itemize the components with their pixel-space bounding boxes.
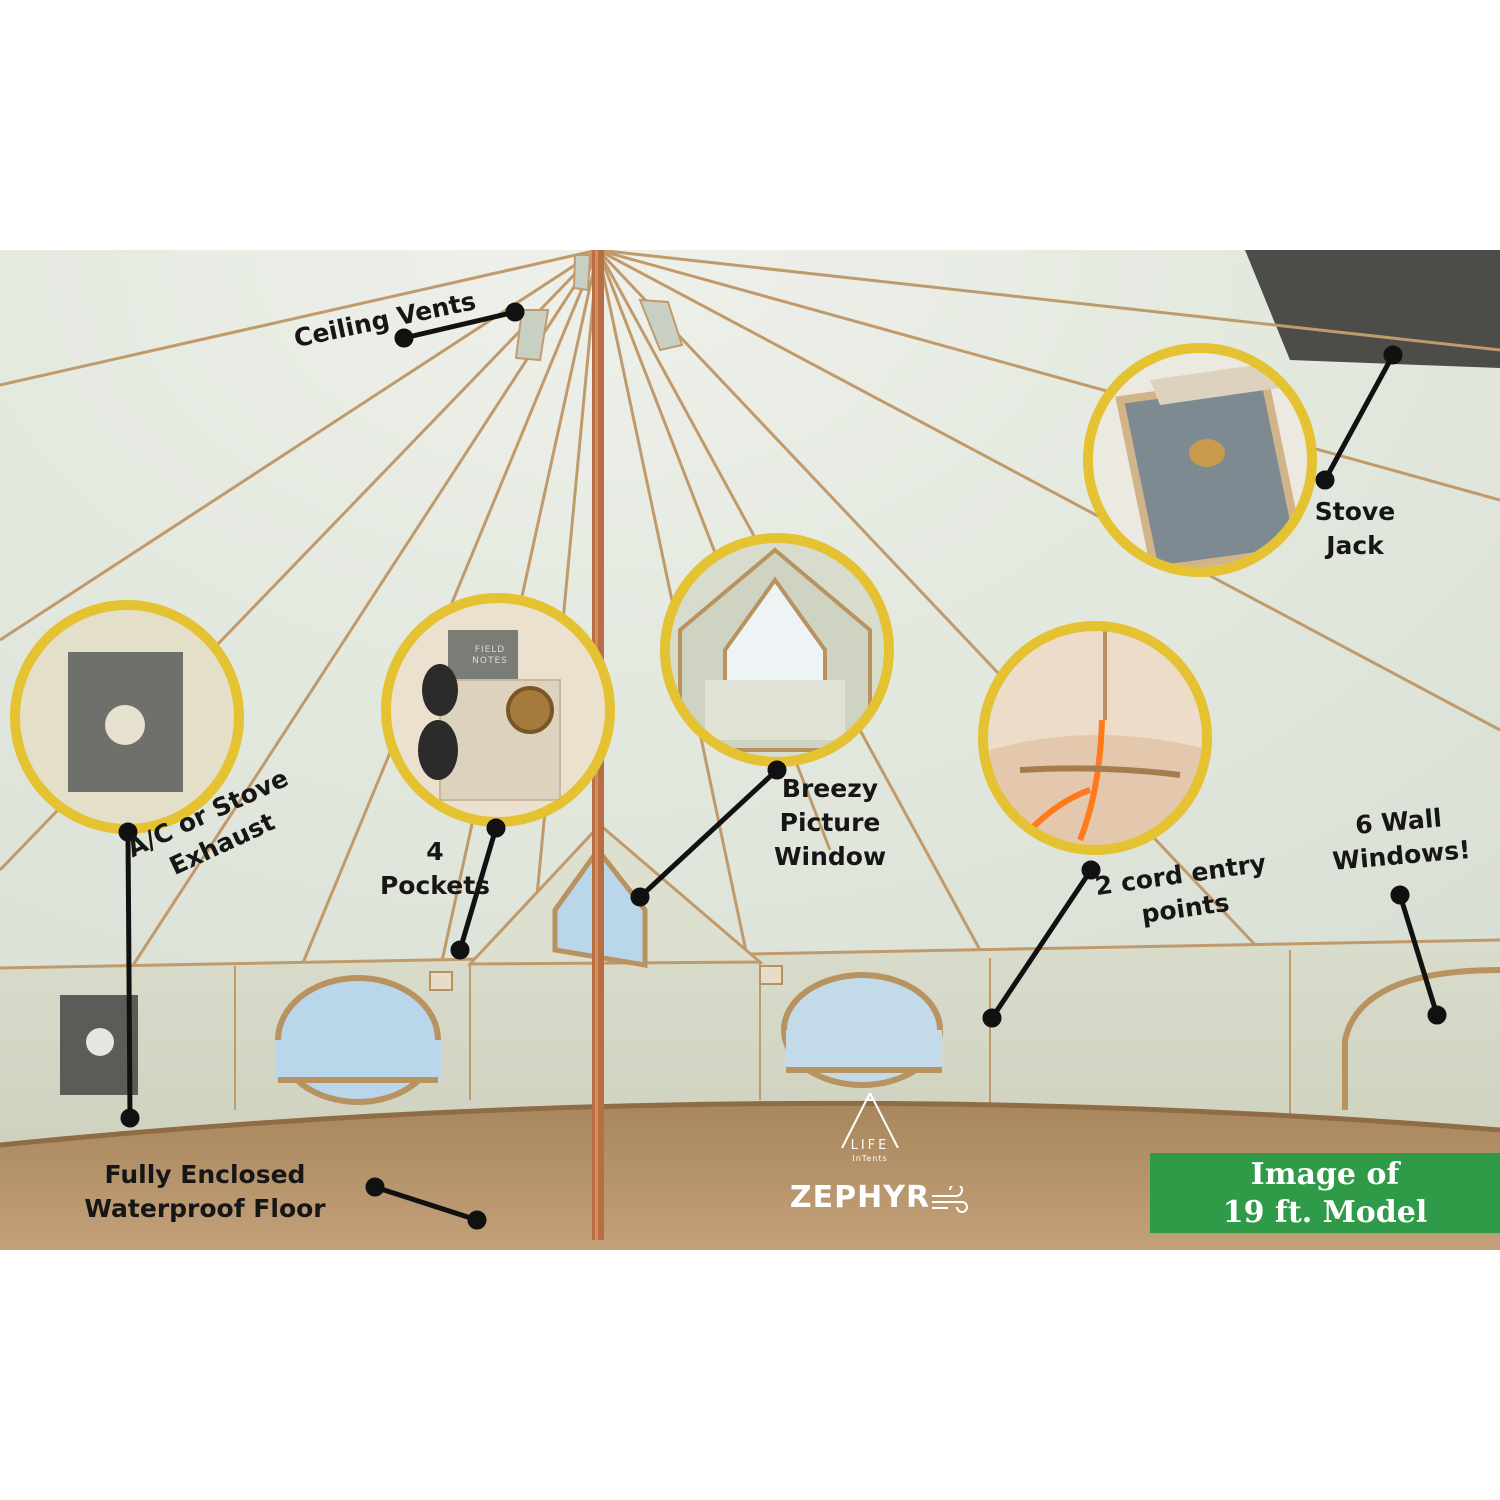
label-picture-window: Breezy Picture Window — [773, 774, 887, 871]
label-pockets: 4 Pockets — [379, 837, 491, 900]
tent-interior-photo — [0, 250, 1500, 1250]
model-size-badge: Image of 19 ft. Model — [1150, 1153, 1500, 1233]
teepee-logo-icon — [841, 1092, 899, 1148]
field-notes-text: FIELD NOTES — [472, 645, 508, 666]
brand-logo: LIFE InTents ZEPHYR — [770, 1088, 970, 1228]
wind-swirl-icon — [932, 1186, 968, 1213]
label-stove-jack: Stove Jack — [1314, 497, 1396, 560]
label-waterproof-floor: Fully Enclosed Waterproof Floor — [84, 1160, 326, 1223]
brand-line1: LIFE — [850, 1138, 890, 1153]
brand-name: ZEPHYR — [789, 1180, 931, 1215]
brand-line2: InTents — [852, 1154, 888, 1163]
label-wall-windows: 6 Wall Windows! — [1331, 803, 1472, 876]
